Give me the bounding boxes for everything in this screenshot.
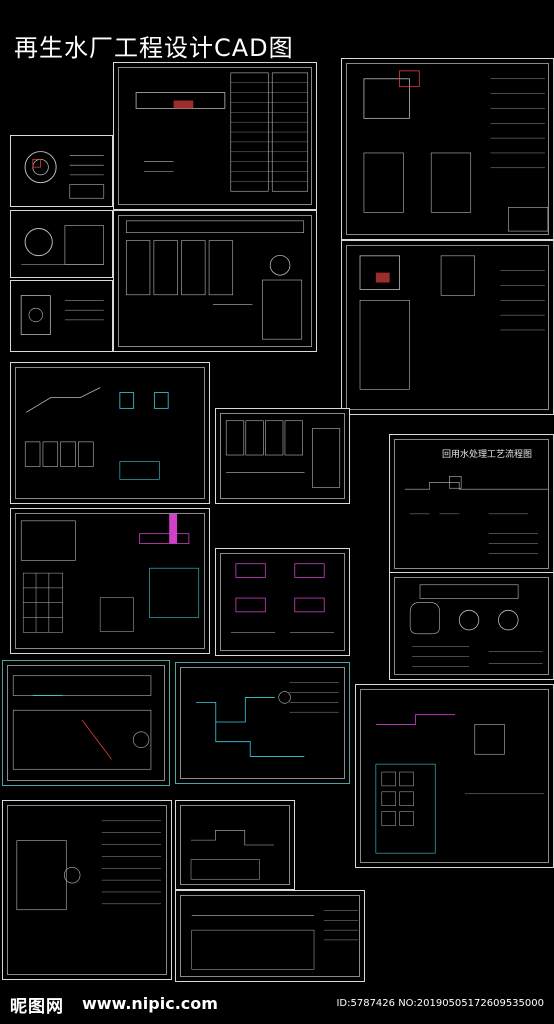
drawing-sheet-process-flow: 回用水处理工艺流程图 [389, 434, 554, 574]
cad-linework [21, 225, 105, 265]
cad-linework [225, 420, 341, 488]
cad-linework [24, 151, 105, 199]
drawing-sheet-pump-house [113, 210, 317, 352]
image-id: ID:5787426 NO:20190505172609535000 [336, 998, 544, 1009]
drawing-sheet-plan-a [10, 135, 113, 207]
cad-linework [196, 682, 339, 757]
cad-linework [12, 675, 152, 770]
cad-linework [191, 910, 359, 970]
drawing-sheet-pipeline [10, 362, 210, 504]
drawing-sheet-section-b [355, 684, 554, 868]
cad-linework [24, 387, 169, 480]
cad-linework [363, 70, 549, 232]
cad-linework [190, 830, 275, 880]
drawing-sheet-equipment-a [341, 58, 554, 240]
drawing-sheet-tables-a [113, 62, 317, 210]
drawing-sheet-site-plan [389, 572, 554, 680]
cad-linework [409, 584, 543, 667]
site-logo: 昵图网 [10, 997, 64, 1017]
drawing-sheet-flow-b [175, 800, 295, 890]
watermark-footer: 昵图网 www.nipic.com ID:5787426 NO:20190505… [10, 990, 544, 1018]
page-title: 再生水厂工程设计CAD图 [14, 34, 294, 62]
drawing-sheet-equipment-b [341, 240, 554, 415]
cad-linework [404, 476, 548, 554]
drawing-sheet-longitudinal [175, 890, 365, 982]
drawing-sheet-filter [215, 408, 350, 504]
drawing-sheet-plan-b [10, 210, 113, 278]
process-flow-title: 回用水处理工艺流程图 [442, 450, 533, 460]
cad-linework [230, 563, 335, 633]
drawing-sheet-plan-c [10, 280, 113, 352]
cad-linework [20, 295, 104, 335]
drawing-sheet-detail-b [215, 548, 350, 656]
cad-linework [375, 714, 545, 854]
cad-linework [135, 72, 309, 192]
drawing-sheet-section-a [2, 660, 170, 786]
cad-linework [359, 255, 545, 390]
cad-linework [16, 820, 162, 911]
drawing-sheet-detail-a [10, 508, 210, 654]
cad-linework [20, 513, 200, 633]
drawing-sheet-flow-cyan [175, 662, 350, 784]
drawing-sheet-equipment-list [2, 800, 172, 980]
site-url: www.nipic.com [82, 994, 218, 1013]
cad-linework [125, 220, 305, 340]
